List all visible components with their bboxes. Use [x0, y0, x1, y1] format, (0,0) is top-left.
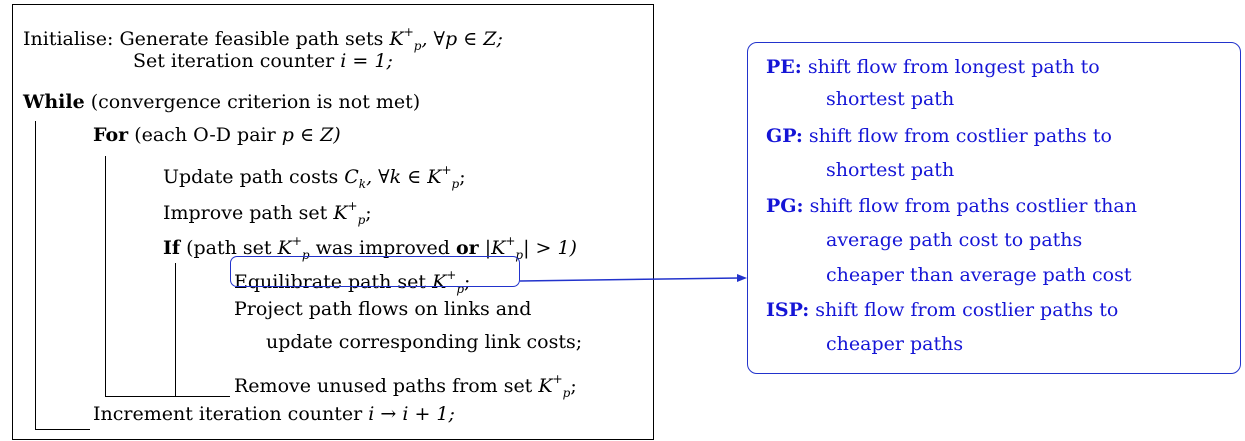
- remove-text: Remove unused paths from set: [234, 375, 533, 397]
- if-line: If (path set K+p was improved or |K+p| >…: [163, 229, 577, 267]
- method-pg-line-3: cheaper than average path cost: [826, 263, 1131, 287]
- counter-math: i = 1;: [340, 50, 393, 72]
- project-line-1: Project path flows on links and: [234, 297, 531, 321]
- connector-arrowhead: [737, 274, 747, 282]
- methods-box: [747, 42, 1241, 374]
- increment-line: Increment iteration counter i → i + 1;: [93, 402, 455, 426]
- method-pg-abbr: PG:: [766, 195, 804, 217]
- while-block-foot: [35, 429, 90, 430]
- counter-text: Set iteration counter: [133, 50, 335, 72]
- for-block-foot: [105, 396, 230, 397]
- method-isp-line-1: ISP: shift flow from costlier paths to: [766, 298, 1118, 322]
- if-math-a: K: [277, 237, 292, 259]
- init-tail: , ∀p ∈ Z;: [421, 28, 503, 50]
- method-pg-text-2: average path cost to paths: [826, 229, 1083, 251]
- method-pe-abbr: PE:: [766, 56, 802, 78]
- remove-sub: p: [562, 386, 571, 400]
- improve-tail: ;: [365, 202, 372, 224]
- remove-sup: +: [552, 372, 563, 386]
- improve-sup: +: [347, 199, 358, 213]
- while-block-rule: [35, 121, 36, 429]
- update-math-a: C: [344, 166, 359, 188]
- if-sup-b: +: [505, 234, 516, 248]
- update-sub: p: [451, 177, 460, 191]
- if-sup-a: +: [291, 234, 302, 248]
- while-line: While (convergence criterion is not met): [23, 90, 420, 114]
- if-math-b: |K: [484, 237, 506, 259]
- method-gp-text-1: shift flow from costlier paths to: [808, 125, 1112, 147]
- algorithm-box: [12, 4, 654, 440]
- method-isp-abbr: ISP:: [766, 299, 810, 321]
- update-text: Update path costs: [163, 166, 339, 188]
- method-isp-line-2: cheaper paths: [826, 332, 963, 356]
- remove-math: K: [538, 375, 553, 397]
- for-block-rule: [105, 156, 106, 396]
- for-math: p ∈ Z): [281, 124, 341, 146]
- method-pg-line-1: PG: shift flow from paths costlier than: [766, 194, 1137, 218]
- method-isp-text-2: cheaper paths: [826, 333, 964, 355]
- project-text-2: update corresponding link costs;: [266, 331, 583, 353]
- equil-tail: ;: [464, 271, 471, 293]
- remove-tail: ;: [570, 375, 577, 397]
- if-sub-a: p: [301, 248, 310, 262]
- update-math-b: , ∀k ∈ K: [366, 166, 442, 188]
- method-pg-text-3: cheaper than average path cost: [826, 264, 1132, 286]
- equil-sup: +: [446, 268, 457, 282]
- method-gp-line-1: GP: shift flow from costlier paths to: [766, 124, 1112, 148]
- method-isp-text-1: shift flow from costlier paths to: [815, 299, 1119, 321]
- init-text: Generate feasible path sets: [119, 28, 384, 50]
- for-line: For (each O-D pair p ∈ Z): [93, 123, 341, 147]
- init-line: Initialise: Generate feasible path sets …: [23, 20, 503, 58]
- method-pg-text-1: shift flow from paths costlier than: [809, 195, 1137, 217]
- improve-math: K: [333, 202, 348, 224]
- method-pe-text-1: shift flow from longest path to: [807, 56, 1100, 78]
- method-gp-abbr: GP:: [766, 125, 803, 147]
- method-pe-line-1: PE: shift flow from longest path to: [766, 55, 1100, 79]
- for-keyword: For: [93, 124, 129, 146]
- if-block-rule: [175, 263, 176, 396]
- update-sup: +: [441, 163, 452, 177]
- equil-math: K: [432, 271, 447, 293]
- while-text: (convergence criterion is not met): [90, 91, 421, 113]
- if-sub-b: p: [515, 248, 524, 262]
- equil-sub: p: [456, 282, 465, 296]
- increment-text: Increment iteration counter: [93, 403, 363, 425]
- method-gp-line-2: shortest path: [826, 158, 954, 182]
- project-text-1: Project path flows on links and: [234, 298, 532, 320]
- if-text-b: was improved: [315, 237, 450, 259]
- init-keyword: Initialise:: [23, 28, 114, 50]
- equilibrate-highlight-box: [230, 256, 520, 287]
- counter-line: Set iteration counter i = 1;: [133, 49, 393, 73]
- connector-line: [519, 277, 741, 282]
- increment-math: i → i + 1;: [368, 403, 455, 425]
- improve-sub: p: [357, 213, 366, 227]
- method-pg-line-2: average path cost to paths: [826, 228, 1082, 252]
- method-pe-text-2: shortest path: [826, 88, 955, 110]
- update-math-a-sub: k: [358, 177, 367, 191]
- method-pe-line-2: shortest path: [826, 87, 954, 111]
- init-sub: p: [413, 39, 422, 53]
- improve-text: Improve path set: [163, 202, 328, 224]
- for-text: (each O-D pair: [134, 124, 276, 146]
- project-line-2: update corresponding link costs;: [266, 330, 582, 354]
- update-tail: ;: [459, 166, 466, 188]
- while-keyword: While: [23, 91, 85, 113]
- if-or: or: [455, 237, 479, 259]
- improve-line: Improve path set K+p;: [163, 194, 372, 232]
- if-tail: | > 1): [523, 237, 577, 259]
- equil-text: Equilibrate path set: [234, 271, 427, 293]
- update-line: Update path costs Ck, ∀k ∈ K+p;: [163, 158, 466, 196]
- init-math: K: [389, 28, 404, 50]
- if-keyword: If: [163, 237, 181, 259]
- init-sup: +: [403, 25, 414, 39]
- equilibrate-line: Equilibrate path set K+p;: [234, 263, 470, 301]
- if-text-a: (path set: [186, 237, 272, 259]
- method-gp-text-2: shortest path: [826, 159, 955, 181]
- remove-line: Remove unused paths from set K+p;: [234, 367, 577, 405]
